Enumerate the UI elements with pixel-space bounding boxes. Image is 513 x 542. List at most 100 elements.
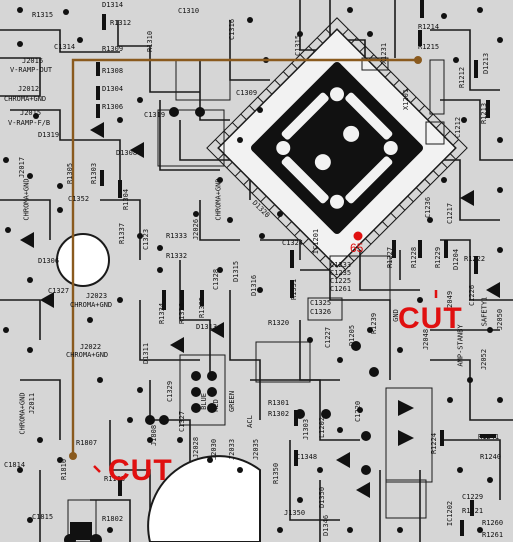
label-j2035: J2035: [252, 438, 261, 461]
label-c1227: C1227: [324, 326, 333, 349]
label-j2015: J2015: [20, 109, 42, 117]
label-l1202: L1202: [318, 416, 327, 439]
label-r1312: R1312: [110, 19, 132, 27]
label-r1310: R1310: [146, 30, 155, 53]
label-c1314: C1314: [54, 43, 76, 51]
label-r1103: R1103: [104, 475, 126, 483]
label-d1313: D1313: [196, 323, 218, 331]
cut-mark-left: [93, 465, 101, 473]
label-r1215: R1215: [418, 43, 440, 51]
label-chroma-gnd-6: CHROMA+GND: [18, 392, 27, 435]
label-r1309: R1309: [102, 45, 124, 53]
label-r1241: R1241: [478, 433, 500, 441]
label-c1324: C1324: [282, 239, 304, 247]
label-j2026: J2026: [192, 218, 201, 241]
label-r1332: R1332: [166, 252, 188, 260]
label-c1327b: C1327: [178, 410, 187, 433]
label-j2028: J2028: [192, 436, 201, 459]
label-d1204: D1204: [452, 248, 461, 271]
label-chroma-gnd-1: CHROMA+GND: [4, 95, 47, 103]
label-j2052: J2052: [480, 348, 489, 371]
label-r1221: R1221: [462, 507, 484, 515]
label-j2011: J2011: [28, 392, 37, 415]
label-d1213: D1213: [482, 52, 491, 75]
pin65-dot: [353, 231, 363, 241]
cut-annotation-right: CUT: [398, 302, 463, 335]
label-j1303: J1303: [302, 418, 311, 441]
label-green: GREEN: [228, 390, 237, 413]
label-r1301: R1301: [268, 399, 290, 407]
label-r1336: R1336: [178, 302, 187, 325]
cut-annotation-left: CUT: [108, 454, 173, 487]
label-j2022: J2022: [80, 343, 102, 351]
label-c1217: C1217: [446, 202, 455, 225]
label-j2030: J2030: [210, 438, 219, 461]
label-c1319: C1319: [144, 111, 166, 119]
label-chroma-gnd-3: CHROMA+GND: [214, 178, 223, 221]
label-d1316: D1316: [250, 274, 259, 297]
label-c1261: C1261: [330, 285, 352, 293]
label-r1807: R1807: [76, 439, 98, 447]
label-r1214: R1214: [418, 23, 440, 31]
label-c1815: C1815: [32, 513, 54, 521]
label-x1201: X1201: [402, 88, 411, 111]
label-j1808: J1808: [150, 424, 159, 447]
label-c1814: C1814: [4, 461, 26, 469]
label-c1226: C1226: [468, 284, 477, 307]
large-pads: [64, 107, 379, 542]
label-d1306: D1306: [38, 257, 60, 265]
label-c1220: C1220: [354, 400, 363, 423]
label-chroma-gnd-2: CHROMA+GND: [22, 178, 31, 221]
label-r1308: R1308: [102, 67, 124, 75]
label-j2033: J2033: [228, 438, 237, 461]
label-d1311: D1311: [142, 342, 151, 365]
label-d1315: D1315: [232, 260, 241, 283]
label-c1212: C1212: [454, 116, 463, 139]
label-r1229: R1229: [434, 246, 443, 269]
label-r1333: R1333: [166, 232, 188, 240]
label-r1224: R1224: [430, 432, 439, 455]
label-r1305: R1305: [66, 162, 75, 185]
label-r1331: R1331: [290, 278, 299, 301]
label-c1352: C1352: [68, 195, 90, 203]
label-r1350: R1350: [272, 462, 281, 485]
label-j1350: J1350: [284, 509, 306, 517]
label-vramp-fb: V-RAMP-F/B: [8, 119, 51, 127]
label-d1308: D1308: [116, 149, 138, 157]
label-c1323: C1323: [142, 228, 151, 251]
label-c1225: C1225: [330, 277, 352, 285]
diodes: [20, 122, 500, 498]
label-d1319: D1319: [38, 131, 60, 139]
label-r1810: R1810: [60, 458, 69, 481]
label-r1320: R1320: [268, 319, 290, 327]
label-r1337: R1337: [118, 222, 127, 245]
label-c1315: C1315: [294, 34, 303, 57]
label-safety1: SAFETY1: [480, 296, 489, 327]
resistors: [96, 0, 496, 536]
label-d1350: D1350: [318, 486, 327, 509]
label-c1325: C1325: [310, 299, 332, 307]
label-r1260: R1260: [482, 519, 504, 527]
pads: [3, 7, 503, 533]
label-d1314: D1314: [102, 1, 124, 9]
jumper-end-bottom: [69, 452, 77, 460]
mounting-holes: [56, 233, 261, 542]
label-j2023: J2023: [86, 292, 108, 300]
label-c1229: C1229: [462, 493, 484, 501]
label-blue: BLUE: [199, 393, 208, 410]
label-r1228: R1228: [410, 246, 419, 269]
label-d1205: D1205: [348, 324, 357, 347]
label-c1235: C1235: [330, 269, 352, 277]
label-c1310: C1310: [178, 7, 200, 15]
label-ic1202: IC1202: [446, 500, 455, 527]
label-r1222: R1222: [464, 255, 486, 263]
label-x1231: X1231: [380, 42, 389, 65]
label-c1348: C1348: [296, 453, 318, 461]
label-red: RED: [211, 399, 220, 412]
component-outlines: [67, 57, 445, 542]
label-r1213: R1213: [480, 102, 489, 125]
jumper-wire: [71, 58, 418, 456]
label-acl: ACL: [245, 415, 254, 428]
